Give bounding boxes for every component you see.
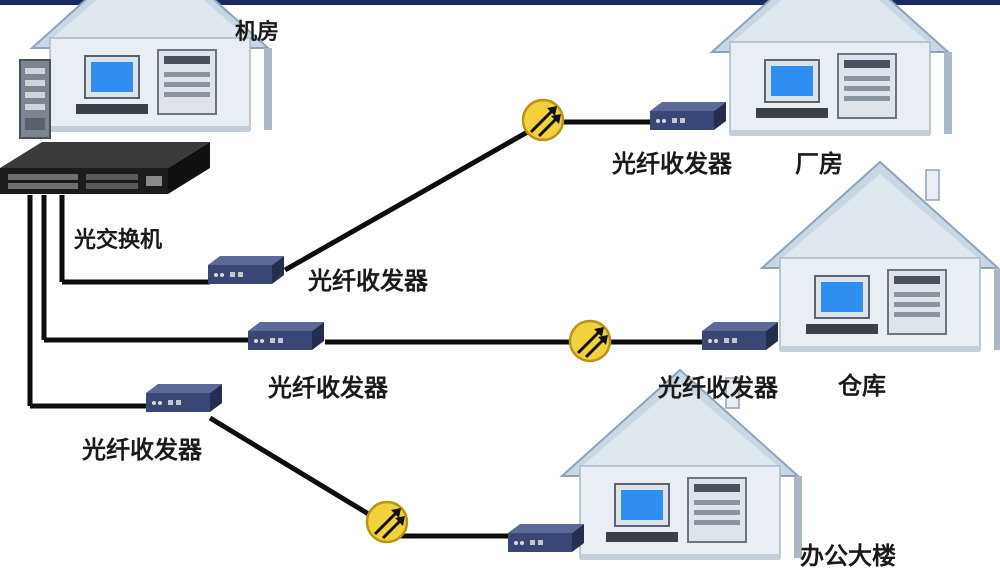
server-rack-icon [19, 59, 51, 139]
server-room-label: 机房 [235, 19, 280, 45]
warehouse-label: 仓库 [838, 371, 886, 400]
factory-label: 厂房 [795, 149, 843, 178]
office-building-label: 办公大楼 [800, 541, 896, 570]
link-transceiver-3-to-fiber-office [208, 415, 387, 527]
warehouse-transceiver-icon [702, 322, 778, 350]
transceiver-3-icon [146, 384, 222, 412]
top-border [0, 0, 1000, 5]
warehouse-transceiver-label: 光纤收发器 [658, 373, 778, 402]
factory-transceiver-icon [650, 102, 726, 130]
transceiver-2-label: 光纤收发器 [268, 373, 388, 402]
optical-switch-label: 光交换机 [74, 227, 163, 253]
fiber-link-factory-icon [521, 98, 565, 142]
transceiver-3-label: 光纤收发器 [82, 435, 202, 464]
fiber-link-office-icon [365, 500, 409, 544]
link-transceiver-1-to-fiber-factory [283, 119, 547, 273]
warehouse-building-icon [762, 162, 998, 352]
fiber-link-warehouse-icon [568, 319, 612, 363]
factory-building-icon [712, 0, 948, 136]
transceiver-1-label: 光纤收发器 [308, 266, 428, 295]
transceiver-1-icon [208, 256, 284, 284]
office-transceiver-icon [508, 524, 584, 552]
transceiver-2-icon [248, 322, 324, 350]
factory-transceiver-label: 光纤收发器 [612, 149, 732, 178]
server-room-building-icon [32, 0, 268, 132]
optical-switch-icon [0, 142, 210, 194]
